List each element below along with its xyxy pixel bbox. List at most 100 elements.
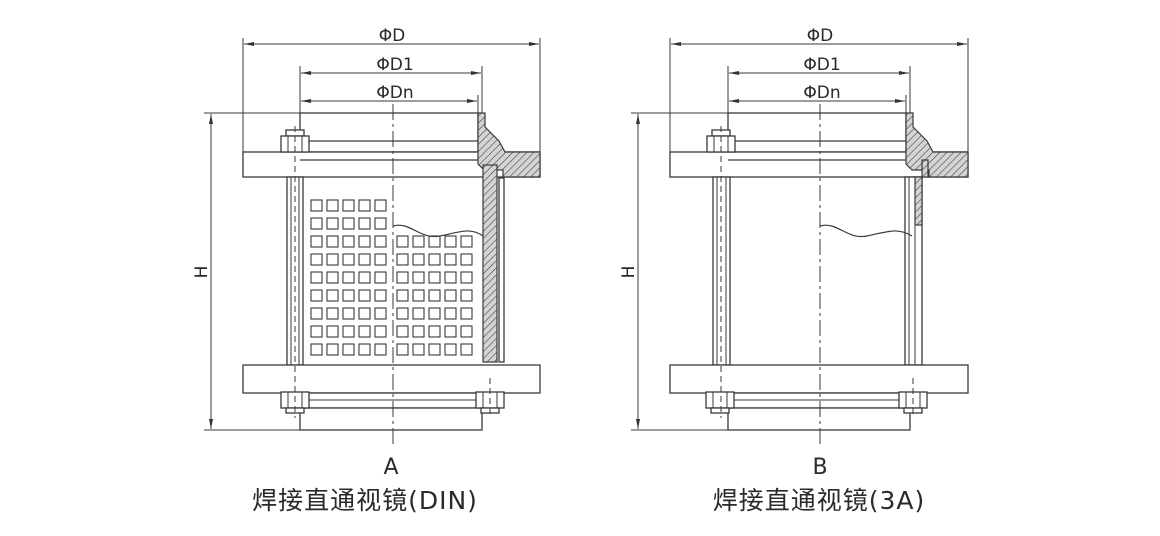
top-weld-end <box>727 112 907 153</box>
perforation-hole <box>342 343 355 356</box>
perforation-hole <box>428 271 441 284</box>
perforation-hole <box>342 325 355 338</box>
bottom-pipe <box>727 407 911 431</box>
perforation-hole <box>412 343 425 356</box>
perforation-hole <box>460 307 473 320</box>
view-label: A <box>383 455 398 480</box>
perforation-hole <box>412 253 425 266</box>
perforation-hole <box>412 271 425 284</box>
perforation-hole <box>310 343 323 356</box>
perforation-hole <box>374 199 387 212</box>
perforation-hole <box>444 235 457 248</box>
perforation-hole <box>396 253 409 266</box>
gasket-section <box>921 159 929 178</box>
guard-frame-section <box>498 177 505 363</box>
perforation-hole <box>428 253 441 266</box>
perforation-hole <box>326 325 339 338</box>
dimension-d: ΦD <box>669 26 969 152</box>
perforation-hole <box>326 289 339 302</box>
perforated-guard <box>310 199 473 356</box>
perforation-hole <box>342 289 355 302</box>
dimension-h-label: H <box>619 266 639 279</box>
perforation-hole <box>374 307 387 320</box>
perforation-hole <box>310 307 323 320</box>
perforation-hole <box>310 253 323 266</box>
bottom-pipe <box>299 407 483 431</box>
perforation-hole <box>358 307 371 320</box>
perforation-hole <box>374 289 387 302</box>
perforation-hole <box>358 325 371 338</box>
perforation-hole <box>412 307 425 320</box>
perforation-hole <box>460 235 473 248</box>
dimension-d: ΦD <box>242 26 541 152</box>
perforation-hole <box>326 235 339 248</box>
perforation-hole <box>310 289 323 302</box>
dimension-dn: ΦDn <box>301 83 479 113</box>
perforation-hole <box>374 343 387 356</box>
perforation-hole <box>310 325 323 338</box>
perforation-hole <box>396 343 409 356</box>
perforation-hole <box>428 235 441 248</box>
perforation-hole <box>358 217 371 230</box>
perforation-hole <box>460 271 473 284</box>
top-pipe <box>299 112 479 153</box>
perforation-hole <box>374 217 387 230</box>
perforation-hole <box>326 199 339 212</box>
break-line <box>392 224 484 238</box>
perforation-hole <box>374 325 387 338</box>
top-flange-section <box>905 112 969 178</box>
perforation-hole <box>428 307 441 320</box>
perforation-hole <box>412 289 425 302</box>
perforation-hole <box>428 325 441 338</box>
perforation-hole <box>358 271 371 284</box>
dimension-dn-label: ΦDn <box>376 83 413 103</box>
view-label: B <box>812 455 827 480</box>
perforation-hole <box>396 289 409 302</box>
dimension-d1-label: ΦD1 <box>803 55 840 75</box>
sight-glass-b-drawing: ΦD ΦD1 ΦDn H <box>619 26 969 515</box>
perforation-hole <box>428 343 441 356</box>
bottom-ring <box>304 392 478 409</box>
perforation-hole <box>342 199 355 212</box>
perforation-hole <box>310 199 323 212</box>
perforation-hole <box>444 289 457 302</box>
glass-tube-section <box>482 164 498 363</box>
drawing-caption: 焊接直通视镜(3A) <box>713 486 926 515</box>
rod-section <box>914 176 923 226</box>
perforation-hole <box>326 271 339 284</box>
perforation-hole <box>444 343 457 356</box>
perforation-hole <box>310 235 323 248</box>
dimension-d-label: ΦD <box>807 26 833 46</box>
perforation-hole <box>358 343 371 356</box>
perforation-hole <box>374 271 387 284</box>
perforation-hole <box>326 217 339 230</box>
perforation-hole <box>342 307 355 320</box>
tie-rod-right <box>904 176 923 366</box>
dimension-d1-label: ΦD1 <box>376 55 413 75</box>
perforation-hole <box>428 289 441 302</box>
dimension-d1: ΦD1 <box>299 55 483 113</box>
perforation-hole <box>326 253 339 266</box>
dimension-h: H <box>619 112 728 431</box>
bottom-flange <box>669 364 969 394</box>
perforation-hole <box>310 217 323 230</box>
dimension-dn-label: ΦDn <box>803 83 840 103</box>
perforation-hole <box>412 235 425 248</box>
perforation-hole <box>396 307 409 320</box>
perforation-hole <box>342 253 355 266</box>
bottom-ring <box>731 392 901 409</box>
perforation-hole <box>358 253 371 266</box>
dimension-dn: ΦDn <box>729 83 907 113</box>
perforation-hole <box>412 325 425 338</box>
sight-glass-a-drawing: ΦD ΦD1 ΦDn H <box>192 26 541 515</box>
dimension-d-label: ΦD <box>379 26 405 46</box>
bottom-flange <box>242 364 541 394</box>
perforation-hole <box>444 271 457 284</box>
drawing-caption: 焊接直通视镜(DIN) <box>252 486 478 515</box>
perforation-hole <box>444 325 457 338</box>
top-weld-end <box>299 112 479 153</box>
perforation-hole <box>374 253 387 266</box>
perforation-hole <box>358 235 371 248</box>
dimension-d1: ΦD1 <box>727 55 911 113</box>
